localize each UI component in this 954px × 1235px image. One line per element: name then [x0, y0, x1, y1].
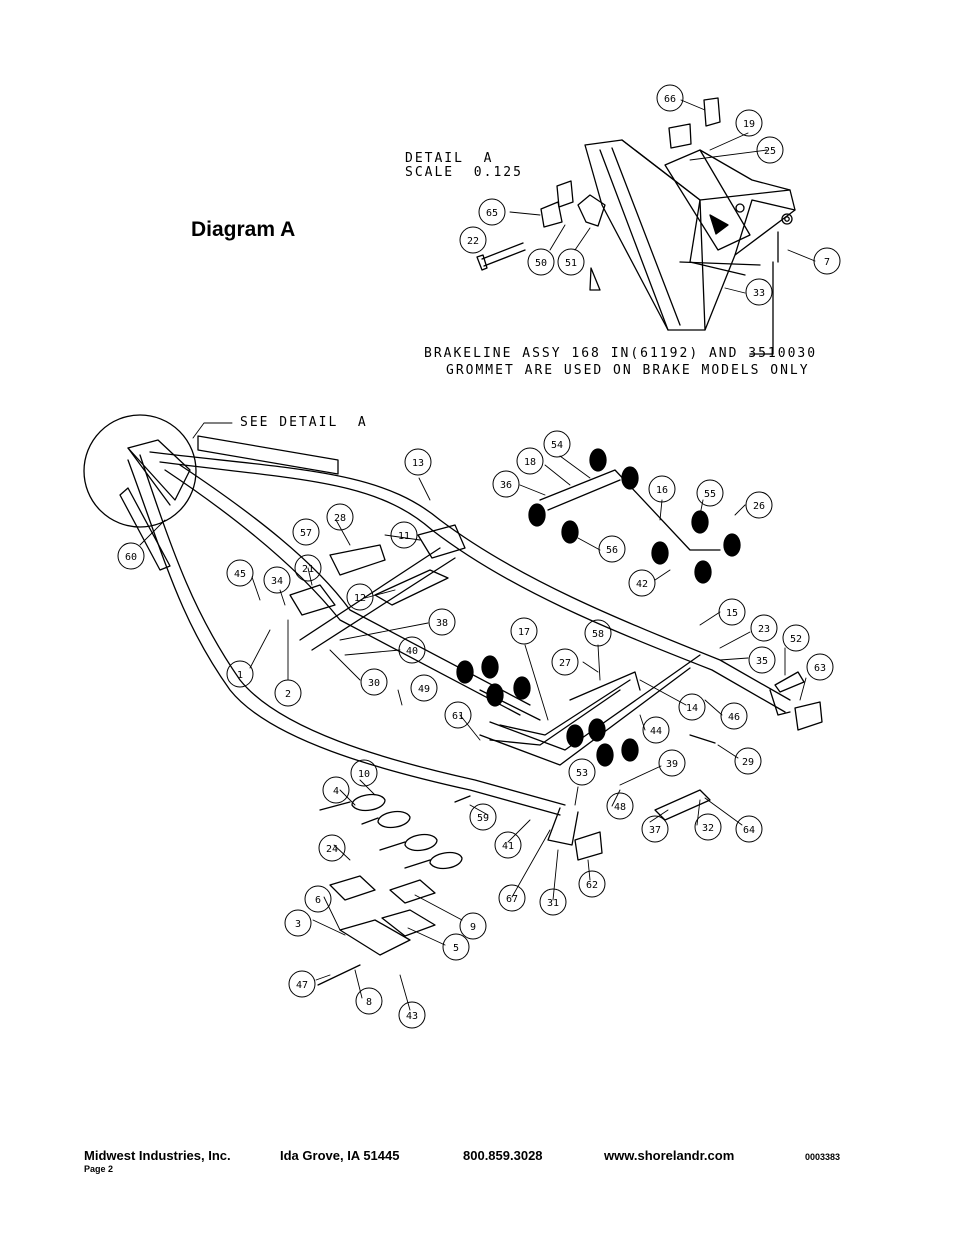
- callout-label: 24: [326, 844, 338, 855]
- footer-city: Ida Grove, IA 51445: [280, 1148, 400, 1163]
- bunk-boards: [289, 524, 823, 861]
- brakeline-note-line1: BRAKELINE ASSY 168 IN(61192) AND 3510030: [424, 346, 818, 361]
- bottom-fittings: [317, 734, 716, 986]
- callout-label: 40: [406, 646, 418, 657]
- callout-label: 59: [477, 813, 489, 824]
- callout-label: 31: [547, 898, 559, 909]
- callout-label: 57: [300, 528, 312, 539]
- callout-label: 15: [726, 608, 738, 619]
- callout-label: 12: [354, 593, 366, 604]
- callout-label: 34: [271, 576, 283, 587]
- footer-company: Midwest Industries, Inc.: [84, 1148, 231, 1163]
- detail-a-scale: SCALE 0.125: [405, 165, 523, 180]
- callout-label: 55: [704, 489, 716, 500]
- callout-label: 16: [656, 485, 668, 496]
- callout-label: 4: [333, 786, 339, 797]
- footer-phone: 800.859.3028: [463, 1148, 543, 1163]
- callout-label: 49: [418, 684, 430, 695]
- callout-label: 14: [686, 703, 698, 714]
- callout-label: 65: [486, 208, 498, 219]
- callout-label: 8: [366, 997, 372, 1008]
- callout-label: 36: [500, 480, 512, 491]
- callout-label: 32: [702, 823, 714, 834]
- callout-label: 45: [234, 569, 246, 580]
- callout-label: 61: [452, 711, 464, 722]
- callout-label: 28: [334, 513, 346, 524]
- roller-arms: [479, 469, 721, 746]
- callout-label: 35: [756, 656, 768, 667]
- callout-label: 11: [398, 531, 410, 542]
- callout-label: 42: [636, 579, 648, 590]
- callout-label: 5: [453, 943, 459, 954]
- callout-label: 6: [315, 895, 321, 906]
- callout-label: 46: [728, 712, 740, 723]
- callout-label: 44: [650, 726, 662, 737]
- callout-label: 25: [764, 146, 776, 157]
- callout-label: 64: [743, 825, 755, 836]
- callout-label: 56: [606, 545, 618, 556]
- callout-label: 7: [824, 257, 830, 268]
- callout-labels: 66 19 25 65 22 50 51 7 33 13 54 18 36 16…: [125, 94, 830, 1022]
- callout-label: 38: [436, 618, 448, 629]
- callout-label: 21: [302, 564, 314, 575]
- callout-label: 58: [592, 629, 604, 640]
- callout-label: 62: [586, 880, 598, 891]
- callout-label: 43: [406, 1011, 418, 1022]
- callout-label: 17: [518, 627, 530, 638]
- brakeline-note-line2: GROMMET ARE USED ON BRAKE MODELS ONLY: [446, 363, 810, 378]
- callout-label: 48: [614, 802, 626, 813]
- callout-label: 13: [412, 458, 424, 469]
- callout-label: 3: [295, 919, 301, 930]
- footer-doc-number: 0003383: [805, 1152, 841, 1162]
- callout-label: 47: [296, 980, 308, 991]
- callout-label: 33: [753, 288, 765, 299]
- detail-a-heading: DETAIL A SCALE 0.125: [405, 152, 523, 180]
- roller-assemblies: [456, 448, 741, 767]
- leader-lines: [139, 99, 816, 1011]
- trailer-frame-drawing: [83, 414, 791, 846]
- callout-label: 67: [506, 894, 518, 905]
- detail-a-line1: DETAIL A: [405, 151, 494, 166]
- callout-label: 1: [237, 670, 243, 681]
- callout-label: 23: [758, 624, 770, 635]
- callout-label: 22: [467, 236, 479, 247]
- callout-label: 53: [576, 768, 588, 779]
- see-detail-label: SEE DETAIL A: [240, 415, 368, 430]
- callout-label: 39: [666, 759, 678, 770]
- callout-label: 29: [742, 757, 754, 768]
- detail-a-drawing: [476, 97, 796, 355]
- callout-label: 18: [524, 457, 536, 468]
- callout-label: 9: [470, 922, 476, 933]
- callout-label: 50: [535, 258, 547, 269]
- callout-label: 60: [125, 552, 137, 563]
- callout-label: 51: [565, 258, 577, 269]
- callout-label: 30: [368, 678, 380, 689]
- footer-website[interactable]: www.shorelandr.com: [604, 1148, 735, 1163]
- callout-label: 26: [753, 501, 765, 512]
- diagram-title: Diagram A: [191, 218, 296, 241]
- callout-label: 54: [551, 440, 563, 451]
- callout-label: 52: [790, 634, 802, 645]
- footer-page-number: Page 2: [84, 1164, 114, 1174]
- callout-label: 37: [649, 825, 661, 836]
- callout-label: 10: [358, 769, 370, 780]
- callout-label: 63: [814, 663, 826, 674]
- callout-circles: [117, 84, 841, 1029]
- callout-label: 2: [285, 689, 291, 700]
- callout-label: 19: [743, 119, 755, 130]
- callout-label: 41: [502, 841, 514, 852]
- callout-label: 27: [559, 658, 571, 669]
- callout-label: 66: [664, 94, 676, 105]
